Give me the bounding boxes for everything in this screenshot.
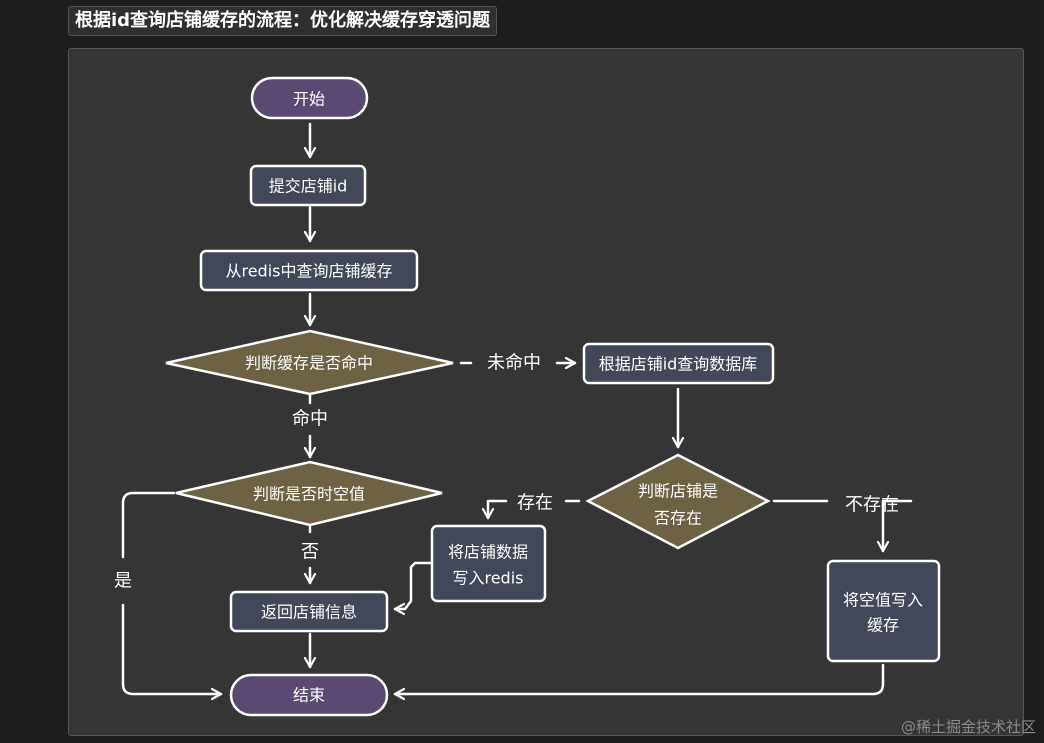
check-exists-label-2: 否存在 xyxy=(654,509,702,528)
check-hit-label: 判断缓存是否命中 xyxy=(245,354,373,373)
start-node xyxy=(250,76,369,120)
edge-null-end xyxy=(393,663,885,694)
page-title: 根据id查询店铺缓存的流程：优化解决缓存穿透问题 xyxy=(68,6,498,36)
edge-write-return xyxy=(393,561,433,609)
write-redis-label-1: 将店铺数据 xyxy=(448,543,528,562)
watermark: @稀土掘金技术社区 xyxy=(900,718,1036,736)
submit-id-node xyxy=(249,164,367,207)
edge-yes-top xyxy=(121,491,176,559)
submit-id-label: 提交店铺id xyxy=(269,177,348,196)
query-db-node xyxy=(582,342,775,385)
query-redis-node xyxy=(199,249,419,292)
edge-label-miss: 未命中 xyxy=(487,353,541,374)
check-exists-decision xyxy=(585,453,771,550)
edge-label-hit: 命中 xyxy=(292,409,328,430)
return-info-node xyxy=(229,590,389,633)
start-label: 开始 xyxy=(293,90,325,109)
flowchart-svg: 开始 提交店铺id 从redis中查询店铺缓存 判断缓存是否命中 根据店铺id查… xyxy=(114,76,941,717)
end-node xyxy=(229,673,389,717)
edge-label-no: 否 xyxy=(301,542,319,563)
flowchart-canvas: 开始 提交店铺id 从redis中查询店铺缓存 判断缓存是否命中 根据店铺id查… xyxy=(68,48,1024,736)
check-exists-label-1: 判断店铺是 xyxy=(638,482,718,501)
check-null-label: 判断是否时空值 xyxy=(253,485,365,504)
query-redis-label: 从redis中查询店铺缓存 xyxy=(225,262,392,281)
edge-label-exists: 存在 xyxy=(517,493,553,514)
check-null-decision xyxy=(175,460,443,527)
write-null-label-2: 缓存 xyxy=(867,616,899,635)
write-null-label-1: 将空值写入 xyxy=(843,591,923,610)
write-null-node xyxy=(826,559,941,663)
write-redis-label-2: 写入redis xyxy=(452,569,523,588)
end-label: 结束 xyxy=(293,686,325,705)
write-redis-node xyxy=(430,524,547,603)
return-info-label: 返回店铺信息 xyxy=(261,603,357,622)
check-hit-decision xyxy=(165,329,454,396)
edge-label-yes: 是 xyxy=(114,571,132,592)
query-db-label: 根据店铺id查询数据库 xyxy=(599,355,758,374)
edge-yes-bottom xyxy=(121,603,223,694)
edge-label-not-exists: 不存在 xyxy=(845,495,899,516)
edge-notexists-right xyxy=(883,499,913,553)
edge-exists-left xyxy=(488,499,508,520)
